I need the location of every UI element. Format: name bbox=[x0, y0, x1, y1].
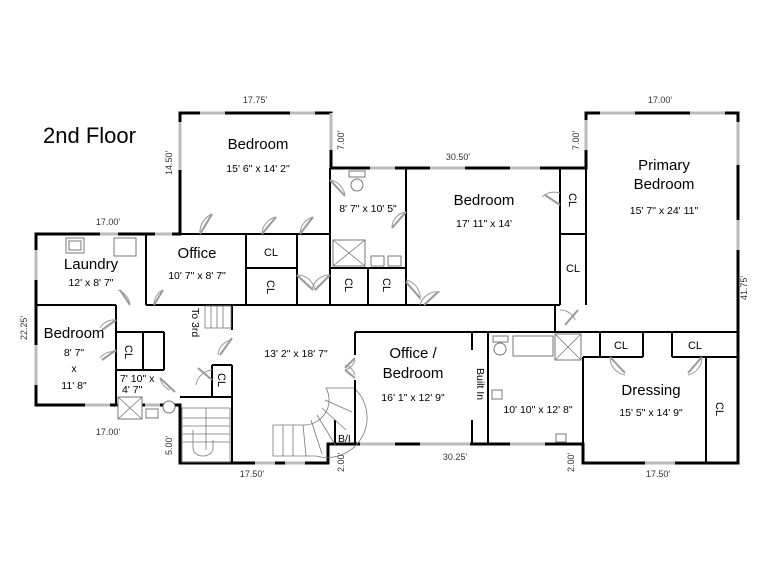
interior-walls bbox=[36, 168, 738, 463]
built-in-short-label: B/I bbox=[338, 433, 351, 445]
closet-label: CL bbox=[614, 340, 628, 352]
closet-label: CL bbox=[713, 402, 725, 416]
fixtures bbox=[65, 170, 582, 443]
closet-label: CL bbox=[122, 345, 134, 359]
room-labels: Bedroom 15' 6" x 14' 2" 8' 7" x 10' 5" B… bbox=[44, 136, 699, 445]
room-name: Office bbox=[178, 245, 217, 262]
dimension: 30.25' bbox=[443, 452, 468, 462]
closet-label: CL bbox=[342, 278, 354, 292]
room-name: Bedroom bbox=[228, 136, 289, 153]
room-size: 15' 7" x 24' 11" bbox=[630, 205, 699, 217]
room-name: Bedroom bbox=[454, 192, 515, 209]
dimension: 17.50' bbox=[646, 469, 671, 479]
dimension: 2.00' bbox=[336, 452, 346, 472]
room-name: Office / bbox=[389, 345, 437, 362]
room-size: 11' 8" bbox=[61, 380, 87, 392]
built-in-label: Built In bbox=[474, 368, 486, 400]
dimension: 2.00' bbox=[566, 452, 576, 472]
dimension: 17.00' bbox=[96, 217, 121, 227]
room-size: 8' 7" x 10' 5" bbox=[339, 203, 397, 215]
dimension: 14.50' bbox=[164, 150, 174, 175]
dimension: 17.00' bbox=[648, 95, 673, 105]
room-size: 16' 1" x 12' 9" bbox=[381, 392, 445, 404]
room-name: Dressing bbox=[621, 382, 680, 399]
room-name: Bedroom bbox=[634, 176, 695, 193]
room-size: 7' 10" x bbox=[120, 373, 155, 385]
closet-label: CL bbox=[215, 373, 227, 387]
room-size: 17' 11" x 14' bbox=[456, 218, 512, 230]
room-size: 13' 2" x 18' 7" bbox=[264, 348, 328, 360]
dimension: 17.50' bbox=[240, 469, 265, 479]
room-size: 15' 5" x 14' 9" bbox=[619, 407, 683, 419]
closet-label: CL bbox=[688, 340, 702, 352]
room-size: 15' 6" x 14' 2" bbox=[226, 163, 290, 175]
room-size: 4' 7" bbox=[122, 384, 143, 396]
room-size: 8' 7" bbox=[64, 347, 85, 359]
dimension: 5.00' bbox=[164, 435, 174, 455]
dimension: 41.75' bbox=[739, 275, 749, 300]
dimension: 7.00' bbox=[336, 130, 346, 150]
room-size: 12' x 8' 7" bbox=[68, 277, 113, 289]
room-size: 10' 7" x 8' 7" bbox=[168, 270, 226, 282]
to-3rd-label: To 3rd bbox=[189, 308, 201, 337]
dimension: 30.50' bbox=[446, 152, 471, 162]
dimension-labels: 17.75' 14.50' 7.00' 30.50' 7.00' 17.00' … bbox=[19, 95, 749, 479]
dimension: 22.25' bbox=[19, 315, 29, 340]
closet-label: CL bbox=[566, 263, 580, 275]
stairs bbox=[181, 305, 368, 463]
doors bbox=[99, 179, 703, 393]
floor-title: 2nd Floor bbox=[43, 123, 136, 148]
closet-label: CL bbox=[264, 280, 276, 294]
room-name: Primary bbox=[638, 157, 690, 174]
dimension: 17.00' bbox=[96, 427, 121, 437]
closet-label: CL bbox=[566, 193, 578, 207]
room-name: Laundry bbox=[64, 256, 119, 273]
dimension: 7.00' bbox=[571, 130, 581, 150]
room-size: 10' 10" x 12' 8" bbox=[503, 404, 573, 416]
room-size: x bbox=[71, 363, 77, 375]
dimension: 17.75' bbox=[243, 95, 268, 105]
closet-labels: CL CL CL CL CL CL CL CL CL CL CL bbox=[122, 193, 725, 416]
closet-label: CL bbox=[380, 278, 392, 292]
closet-label: CL bbox=[264, 247, 278, 259]
room-name: Bedroom bbox=[383, 365, 444, 382]
room-name: Bedroom bbox=[44, 325, 105, 342]
